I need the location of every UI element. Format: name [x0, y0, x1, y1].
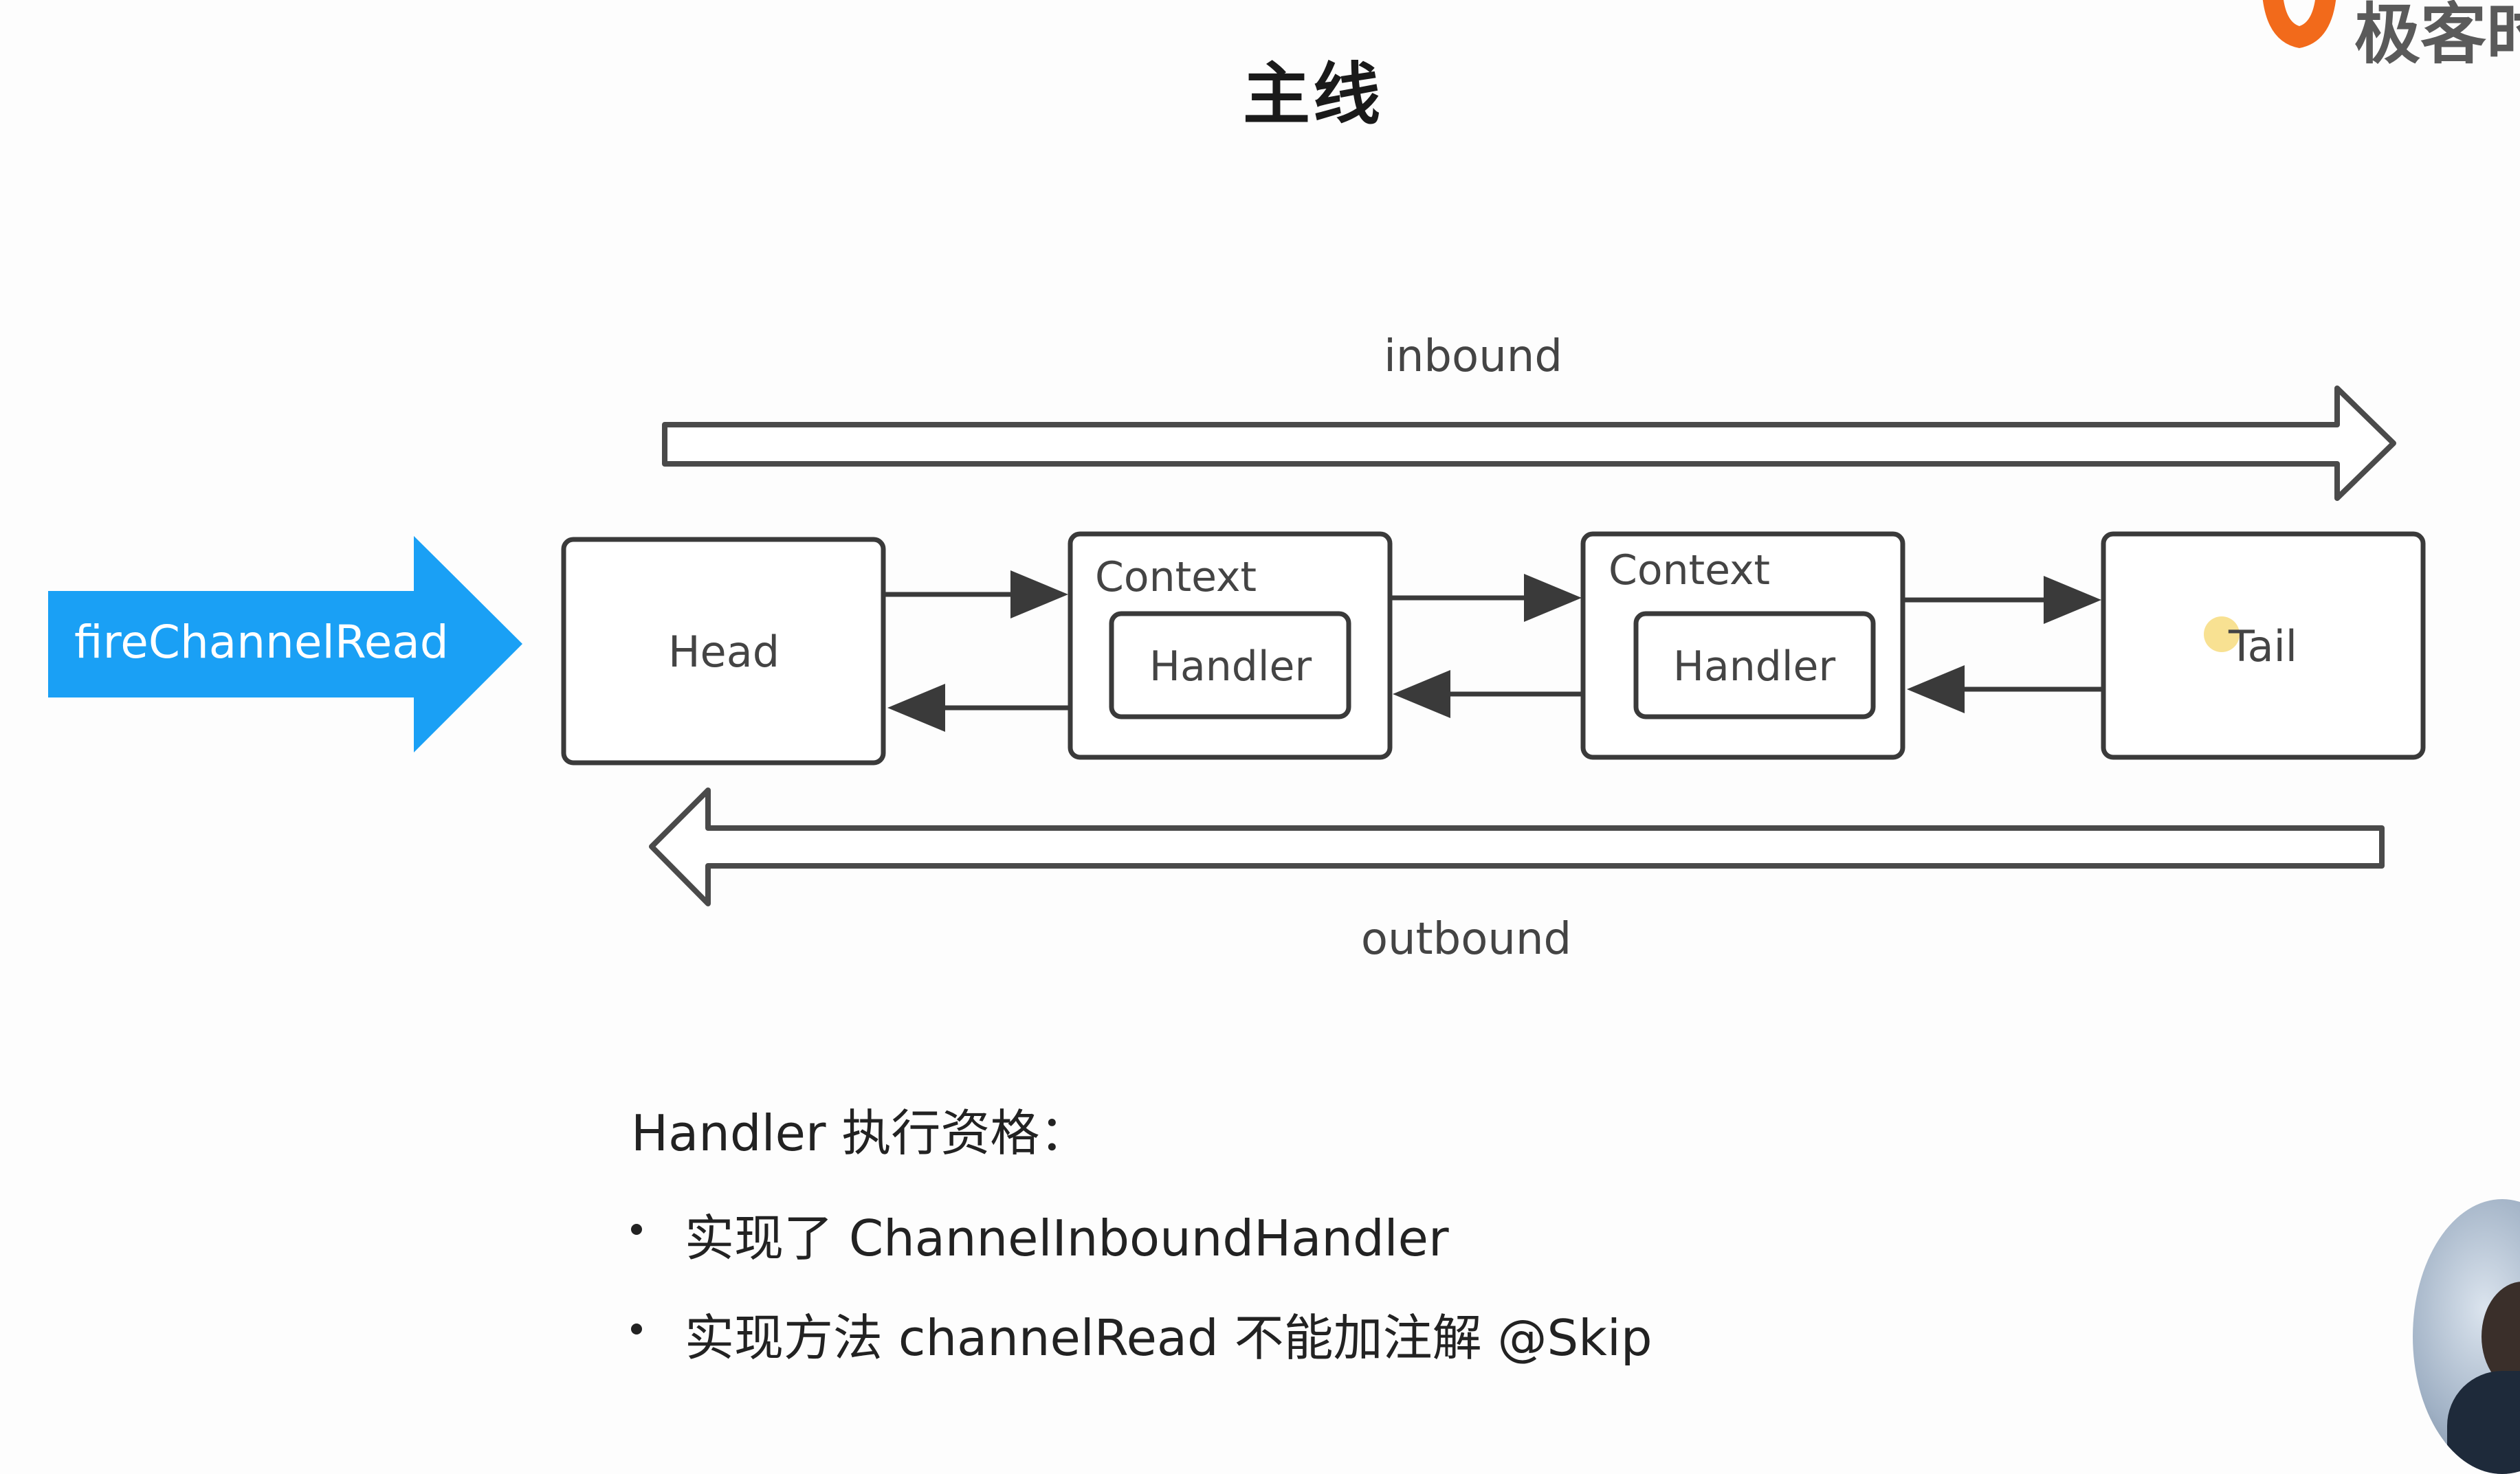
outbound-arrow [649, 788, 2385, 906]
handler-label-2: Handler [1673, 643, 1836, 691]
bullet-icon [631, 1324, 642, 1335]
inbound-arrow [662, 386, 2396, 501]
bullet-icon [631, 1224, 642, 1235]
notes-list: 实现了 ChannelInboundHandler 实现方法 channelRe… [631, 1198, 1653, 1370]
notes-heading: Handler 执行资格： [631, 1104, 1090, 1162]
context-label-2: Context [1609, 546, 1770, 594]
tail-label: Tail [2228, 621, 2297, 671]
logo-text: 极客时间 [2354, 0, 2520, 73]
fire-channel-read-label: fireChannelRead [74, 616, 449, 669]
head-label: Head [668, 627, 780, 677]
handler-node-1 [1109, 611, 1351, 719]
logo-mark-icon [2262, 0, 2336, 48]
page-title: 主线 [1242, 56, 1383, 134]
logo-shape [2262, 0, 2336, 48]
list-item: 实现了 ChannelInboundHandler [631, 1198, 1653, 1270]
handler-label-1: Handler [1149, 643, 1312, 691]
list-item-text: 实现了 ChannelInboundHandler [685, 1209, 1449, 1267]
list-item: 实现方法 channelRead 不能加注解 @Skip [631, 1297, 1653, 1370]
cursor-highlight [2204, 616, 2240, 652]
presenter-body [2447, 1371, 2520, 1474]
outbound-label: outbound [1361, 914, 1571, 965]
tail-node [2101, 531, 2426, 760]
handler-node-2 [1633, 611, 1876, 719]
fire-channel-read-arrow [48, 536, 522, 752]
list-item-text: 实现方法 channelRead 不能加注解 @Skip [685, 1309, 1653, 1367]
pipeline-diagram: inbound outbound fireChannelRead Head Co… [48, 331, 2426, 965]
inbound-label: inbound [1384, 331, 1562, 382]
brand-logo: 极客时间 [2248, 0, 2520, 73]
context-label-1: Context [1095, 553, 1257, 601]
handler-eligibility-notes: Handler 执行资格： 实现了 ChannelInboundHandler … [631, 1093, 1653, 1397]
head-node [561, 537, 886, 766]
